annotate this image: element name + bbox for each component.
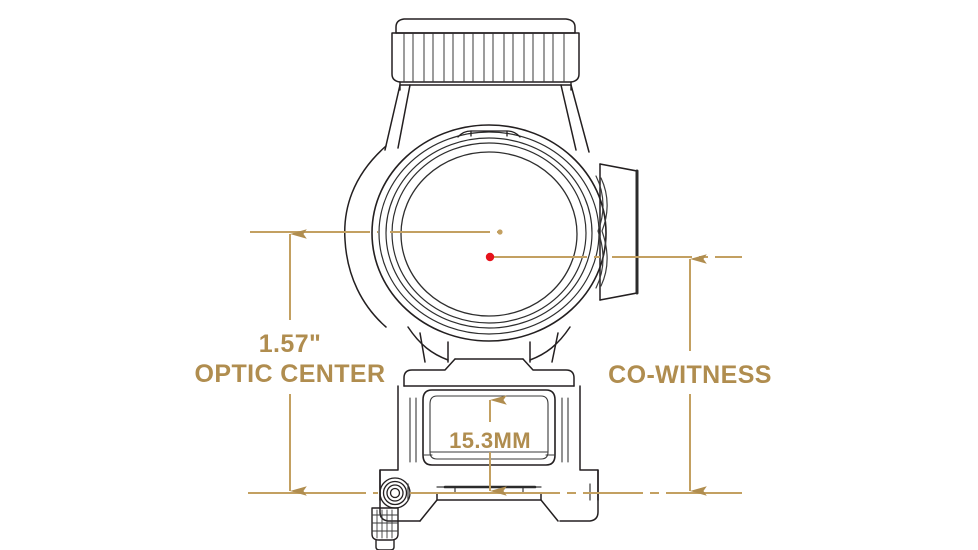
turret-knurling bbox=[403, 33, 565, 82]
clamp-bolt-head bbox=[379, 477, 411, 509]
turret-cap bbox=[391, 18, 580, 83]
optic-center-value: 1.57" bbox=[258, 330, 322, 358]
red-dot-reticle bbox=[485, 252, 495, 262]
optic-housing-rings bbox=[371, 124, 607, 342]
optic-axis-centerline bbox=[250, 229, 503, 235]
housing-shoulders bbox=[384, 84, 590, 153]
dimension-annotation-layer bbox=[248, 229, 742, 496]
co-witness-dimension-label: CO-WITNESS bbox=[608, 361, 772, 389]
housing-hood-left bbox=[343, 145, 387, 328]
mount-upper-plate bbox=[403, 358, 575, 387]
lens-bezel-notch bbox=[457, 130, 521, 138]
windage-block-contour bbox=[595, 175, 608, 289]
housing-lower-legs bbox=[407, 326, 571, 363]
thumb-nut-knurling bbox=[371, 509, 399, 539]
mount-cutout-window bbox=[422, 389, 556, 466]
mount-cutout-inner bbox=[422, 395, 556, 460]
mount-side-webs bbox=[409, 397, 569, 463]
turret-base-collar bbox=[399, 81, 572, 91]
optic-center-dimension-label: 1.57" OPTIC CENTER bbox=[195, 330, 386, 389]
optic-body-outline bbox=[343, 18, 639, 550]
mount-height-dimension-label: 15.3MM bbox=[449, 428, 531, 453]
optic-center-caption: OPTIC CENTER bbox=[194, 359, 386, 388]
lens-aperture bbox=[400, 151, 578, 317]
thumb-nut bbox=[371, 507, 399, 550]
